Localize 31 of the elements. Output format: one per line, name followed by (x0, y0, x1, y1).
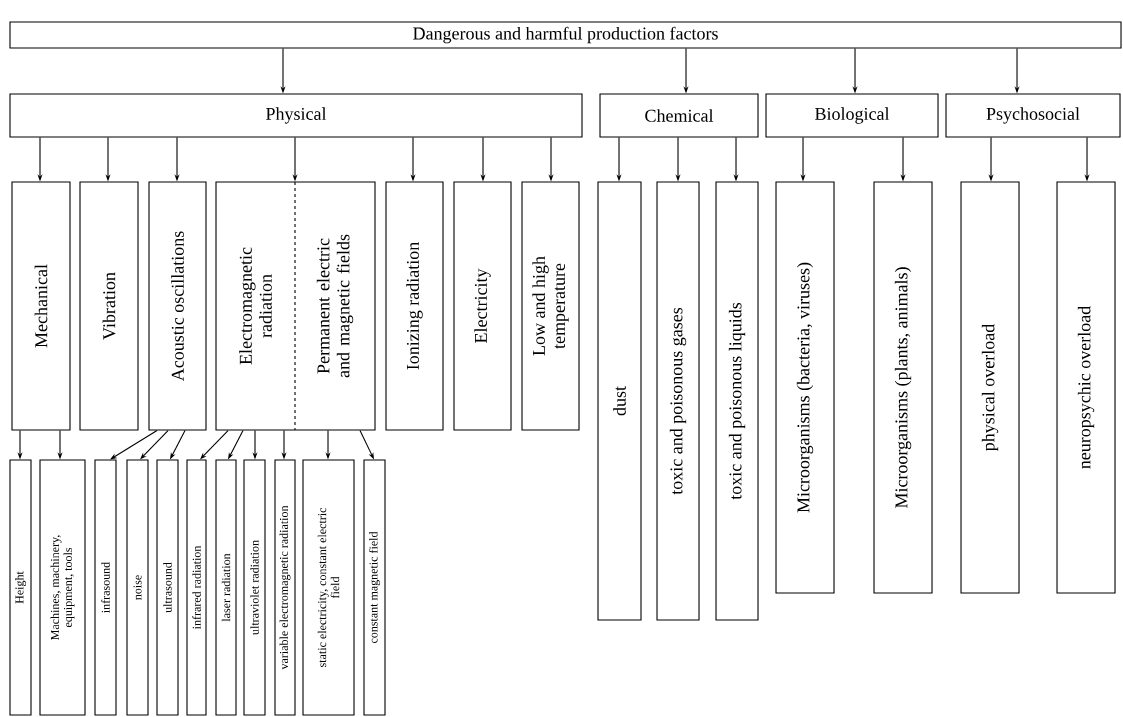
factor-box: Ionizing radiation (385, 181, 444, 431)
arrow (110, 430, 158, 460)
factor-box: ultraviolet radiation (243, 459, 266, 716)
factor-box: infrasound (94, 459, 117, 716)
factor-box: Microorganisms (bacteria, viruses) (775, 181, 835, 594)
factor-box: neuropsychic overload (1056, 181, 1116, 594)
factor-box: Height (9, 459, 32, 716)
factor-box: toxic and poisonous liquids (715, 181, 759, 621)
factor-box: toxic and poisonous gases (656, 181, 700, 621)
factor-box: laser radiation (215, 459, 237, 716)
category-box: Chemical (599, 93, 759, 138)
factor-box: physical overload (960, 181, 1020, 594)
category-box: Biological (765, 93, 939, 138)
factor-box: Machines, machinery, equipment, tools (39, 459, 86, 716)
factor-box: Acoustic oscillations (148, 181, 207, 431)
factor-box: constant magnetic field (363, 459, 386, 716)
factor-box: Vibration (79, 181, 139, 431)
factor-box: variable electromagnetic radiation (274, 459, 296, 716)
factor-box: ultrasound (156, 459, 179, 716)
category-box: Physical (9, 93, 583, 138)
category-box: Psychosocial (945, 93, 1121, 138)
factor-box: Electricity (453, 181, 512, 431)
factor-box: dust (597, 181, 642, 621)
title-box: Dangerous and harmful production factors (9, 21, 1122, 49)
factor-box: Low and high temperature (521, 181, 580, 431)
factor-box: noise (126, 459, 149, 716)
category-box: Electromagnetic radiation Permanent electric and magnetic fields (215, 181, 376, 431)
factor-box: Microorganisms (plants, animals) (873, 181, 933, 594)
factor-box: static electricity, constant electric field (302, 459, 355, 716)
factor-box: infrared radiation (186, 459, 207, 716)
factor-box: Mechanical (11, 181, 71, 431)
